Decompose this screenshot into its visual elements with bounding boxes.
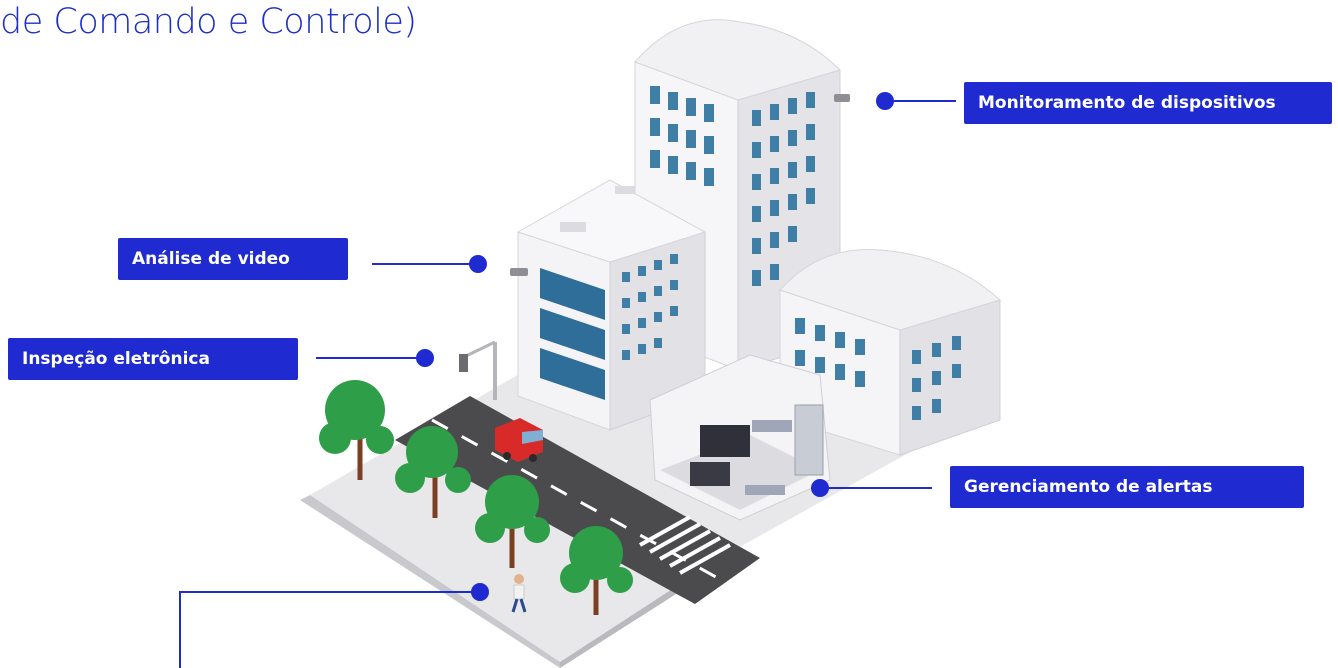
- callout-video-label: Análise de video: [118, 238, 348, 280]
- callout-dot-alerts: [811, 479, 829, 497]
- callout-dot-inspection: [416, 349, 434, 367]
- callout-dot-video: [469, 255, 487, 273]
- camera-icon: [510, 268, 528, 276]
- traffic-light: [459, 340, 497, 400]
- callout-dot-pedestrian: [471, 583, 489, 601]
- callout-connectors: [179, 100, 956, 668]
- road: [395, 396, 760, 604]
- bench: [752, 420, 792, 432]
- callout-inspection-label: Inspeção eletrônica: [8, 338, 298, 380]
- pedestrian: [511, 574, 527, 613]
- callout-dot-monitoring: [876, 92, 894, 110]
- glass-facade: [540, 268, 605, 400]
- trees: [319, 380, 633, 615]
- callout-monitoring-label: Monitoramento de dispositivos: [964, 82, 1332, 124]
- control-room: [649, 354, 831, 521]
- red-van: [495, 418, 543, 462]
- video-wall: [700, 425, 750, 457]
- tower-windows: [650, 86, 815, 286]
- page-title: de Comando e Controle): [0, 2, 417, 42]
- camera-icon: [834, 94, 850, 102]
- crosswalk: [639, 515, 731, 575]
- door: [794, 404, 824, 476]
- mid-building: [510, 179, 707, 431]
- callout-alerts-label: Gerenciamento de alertas: [950, 466, 1304, 508]
